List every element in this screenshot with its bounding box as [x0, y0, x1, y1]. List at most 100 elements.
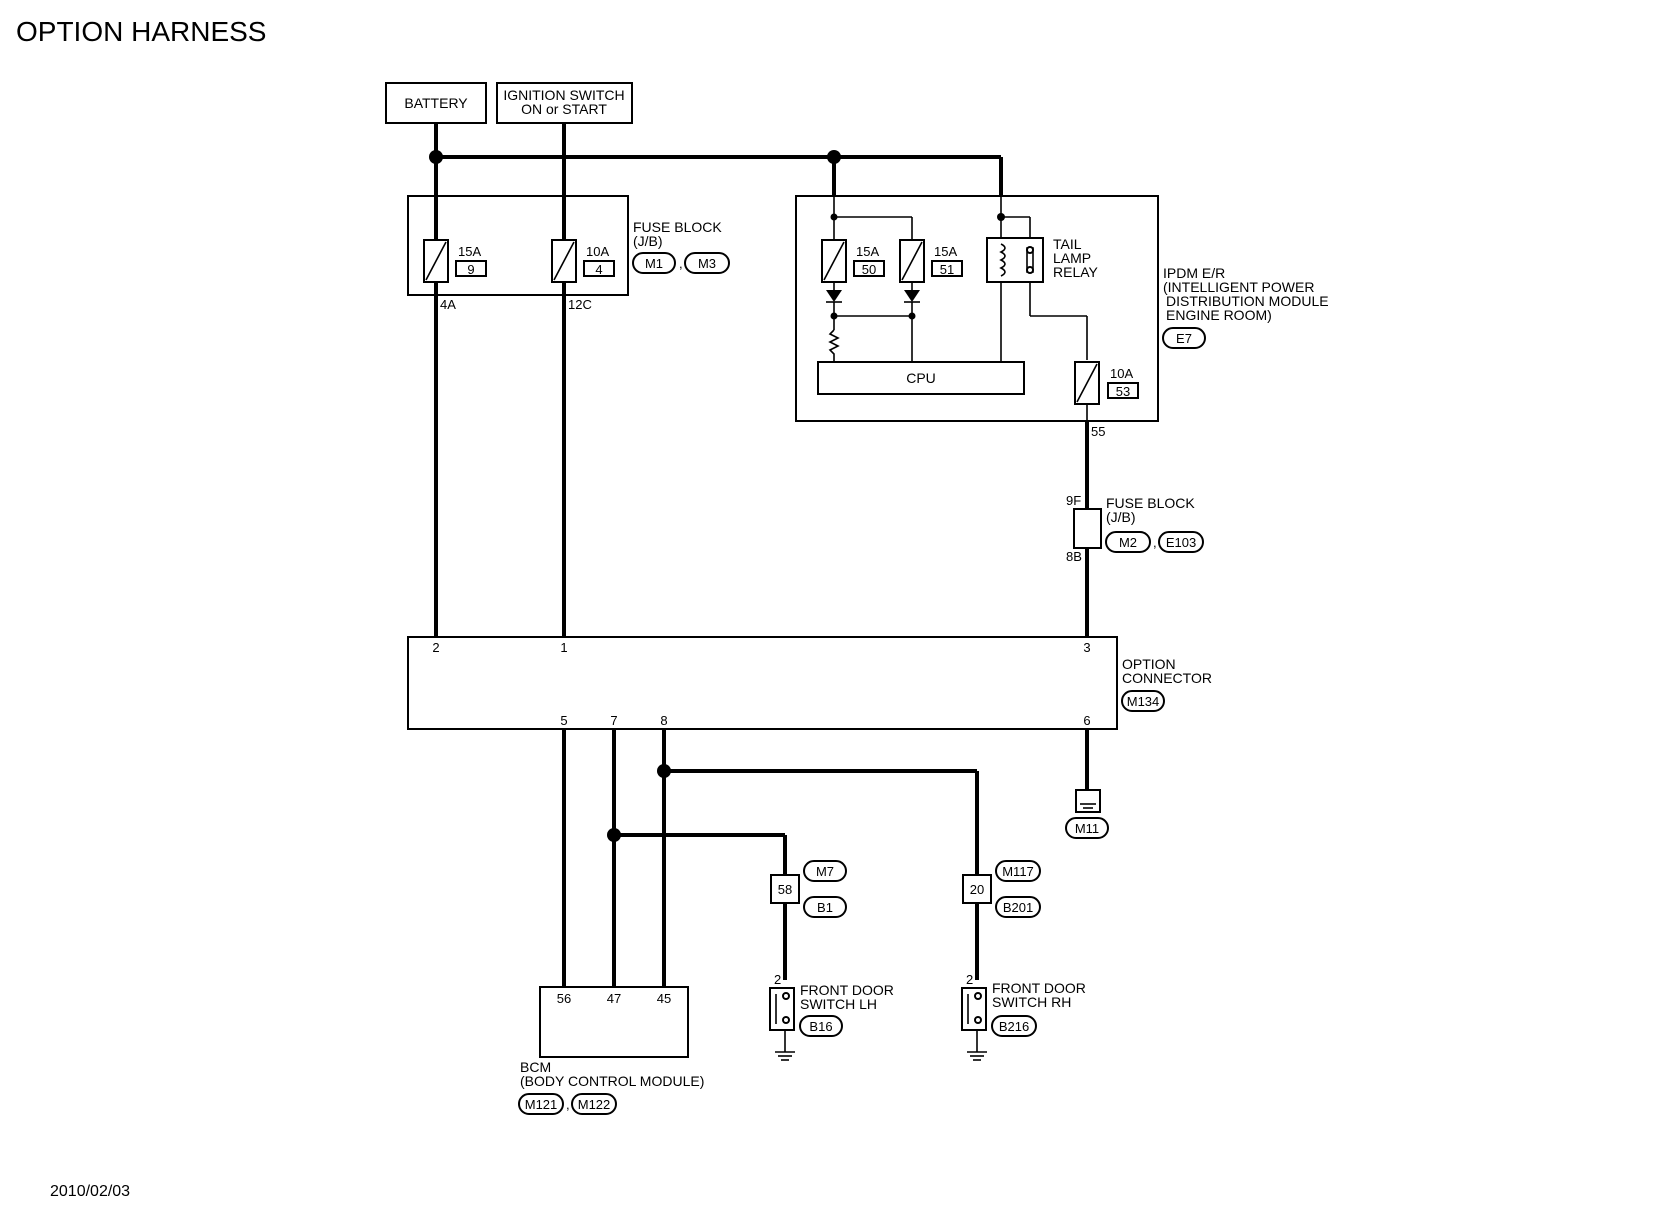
switch-lh-label-1: FRONT DOOR [800, 982, 894, 998]
junction-20-label: 20 [970, 882, 984, 897]
conn-m134 [1121, 690, 1165, 712]
page-title: OPTION HARNESS [16, 16, 266, 47]
bcm-label: BCM [520, 1059, 551, 1075]
option-connector-box [407, 636, 1118, 730]
conn-b201 [995, 896, 1041, 918]
junction-58-label: 58 [778, 882, 792, 897]
opt-pin-2: 2 [432, 640, 439, 655]
pin-8b: 8B [1066, 549, 1082, 564]
fuse-50-number-box [853, 260, 885, 277]
ipdm-node-2 [830, 312, 838, 320]
fuse-block-1-box [407, 195, 629, 296]
junction-20 [962, 874, 992, 904]
ipdm-node-1 [830, 213, 838, 221]
conn-m122 [571, 1093, 617, 1115]
conn-m7 [803, 860, 847, 882]
conn-e7-label: E7 [1176, 331, 1192, 346]
ipdm-label-3: DISTRIBUTION MODULE [1166, 293, 1329, 309]
conn-e103-label: E103 [1166, 535, 1196, 550]
ipdm-internal-wiring [828, 196, 1088, 421]
fuse-15a-9 [423, 239, 449, 283]
pin-55: 55 [1091, 424, 1105, 439]
fuse-block-2-sub: (J/B) [1106, 509, 1136, 525]
fuse-9-number-box [455, 260, 487, 277]
fuse-block-2-link [1073, 508, 1102, 549]
tail-lamp-relay-icon [986, 237, 1044, 283]
option-connector-label-2: CONNECTOR [1122, 670, 1212, 686]
conn-m7-label: M7 [816, 864, 834, 879]
fuse-50-number: 50 [862, 262, 876, 277]
fuse-10a-4 [551, 239, 577, 283]
junction-58 [770, 874, 800, 904]
bcm-box [539, 986, 689, 1058]
conn-b16 [799, 1015, 843, 1037]
conn-m1 [632, 252, 676, 274]
fuse-51-number: 51 [940, 262, 954, 277]
fuse-51-number-box [931, 260, 963, 277]
conn-m11-label: M11 [1075, 821, 1099, 836]
fuse-53-number: 53 [1116, 384, 1130, 399]
conn-m2 [1105, 531, 1151, 553]
switch-lh-label-2: SWITCH LH [800, 996, 877, 1012]
fuse-block-2-label: FUSE BLOCK [1106, 495, 1195, 511]
door-switch-lh-icon [769, 987, 795, 1061]
conn-e7 [1162, 327, 1206, 349]
switch-rh-pin: 2 [966, 972, 973, 987]
conn-b16-label: B16 [809, 1019, 832, 1034]
splice-dot-rh [657, 764, 671, 778]
ipdm-node-3 [908, 312, 916, 320]
ignition-switch-label: IGNITION SWITCH [503, 87, 624, 103]
pin-12c: 12C [568, 297, 592, 312]
conn-b1 [803, 896, 847, 918]
relay-label-1: TAIL [1053, 236, 1082, 252]
fuse-15a-9-rating: 15A [458, 244, 481, 259]
fuse-block-1-sub: (J/B) [633, 233, 663, 249]
switch-rh-label-2: SWITCH RH [992, 994, 1071, 1010]
bcm-pin-56: 56 [557, 991, 571, 1006]
conn-e103 [1158, 531, 1204, 553]
fuse-15a-51 [899, 239, 925, 283]
conn-m122-label: M122 [578, 1097, 611, 1112]
conn-m121-label: M121 [525, 1097, 558, 1112]
ipdm-label-4: ENGINE ROOM) [1166, 307, 1272, 323]
fuse-4-number-box [583, 260, 615, 277]
relay-label-2: LAMP [1053, 250, 1091, 266]
fuse-53-number-box [1107, 382, 1139, 399]
conn-m117 [995, 860, 1041, 882]
diode-1 [826, 290, 842, 302]
document-date: 2010/02/03 [50, 1183, 130, 1200]
conn-m2-label: M2 [1119, 535, 1137, 550]
splice-dot-battery [429, 150, 443, 164]
conn-m121 [518, 1093, 564, 1115]
diode-2 [904, 290, 920, 302]
bcm-pin-47: 47 [607, 991, 621, 1006]
opt-pin-7: 7 [610, 713, 617, 728]
relay-label-3: RELAY [1053, 264, 1099, 280]
switch-rh-label-1: FRONT DOOR [992, 980, 1086, 996]
pin-4a: 4A [440, 297, 456, 312]
option-connector-label-1: OPTION [1122, 656, 1176, 672]
opt-pin-8: 8 [660, 713, 667, 728]
fuse-4-number: 4 [595, 262, 602, 277]
fuse-10a-53 [1074, 361, 1100, 405]
conn-b1-label: B1 [817, 900, 833, 915]
comma-3: , [566, 1097, 570, 1112]
conn-m3 [684, 252, 730, 274]
bcm-pin-45: 45 [657, 991, 671, 1006]
ipdm-node-4 [997, 213, 1005, 221]
switch-lh-pin: 2 [774, 972, 781, 987]
conn-b201-label: B201 [1003, 900, 1033, 915]
fuse-50-rating: 15A [856, 244, 879, 259]
comma: , [679, 256, 683, 271]
fuse-10a-4-rating: 10A [586, 244, 609, 259]
conn-m11 [1065, 817, 1109, 839]
opt-pin-3: 3 [1083, 640, 1090, 655]
ignition-switch-state: ON or START [521, 101, 607, 117]
fuse-15a-50 [821, 239, 847, 283]
ipdm-label-1: IPDM E/R [1163, 265, 1225, 281]
cpu-label: CPU [906, 370, 936, 386]
opt-pin-1: 1 [560, 640, 567, 655]
conn-b216 [991, 1015, 1037, 1037]
conn-b216-label: B216 [999, 1019, 1029, 1034]
